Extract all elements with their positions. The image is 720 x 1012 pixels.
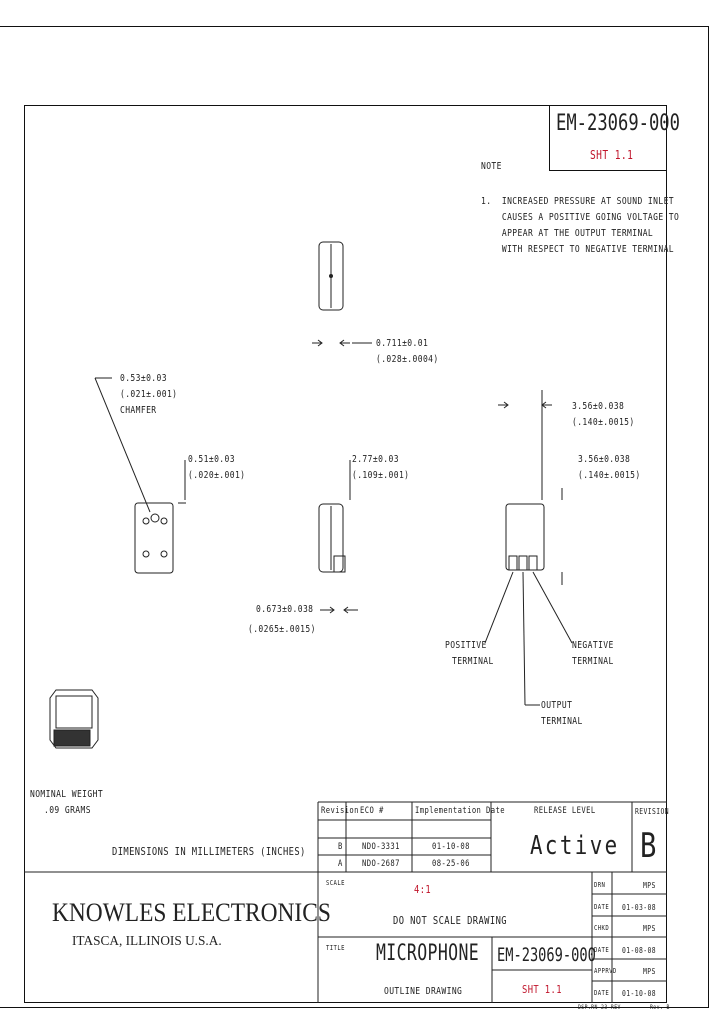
dim-right-height-in: (.140±.0015) <box>578 470 641 481</box>
note-line-1: 1. INCREASED PRESSURE AT SOUND INLET <box>481 196 675 207</box>
dim-left-offset-in: (.020±.001) <box>188 470 246 481</box>
signoff-chkd-label: CHKD <box>594 924 610 932</box>
signoff-date2-value: 01-08-08 <box>622 946 657 955</box>
dim-mid-width-mm: 2.77±0.03 <box>352 454 399 465</box>
signoff-drn-label: DRN <box>594 881 606 889</box>
dim-top-gap-in: (.028±.0004) <box>376 354 439 365</box>
rev-header-eco: ECO # <box>360 806 384 816</box>
release-level-label: RELEASE LEVEL <box>534 806 596 816</box>
rev-header-revision: Revision <box>321 806 359 816</box>
footer-form-number: DSP.RN-23 REV <box>578 1004 621 1011</box>
sheet-frame <box>0 26 709 1008</box>
drawing-subtitle: OUTLINE DRAWING <box>384 986 463 997</box>
title-sheet: SHT 1.1 <box>522 983 562 996</box>
company-name: KNOWLES ELECTRONICS <box>52 898 331 927</box>
notes-heading: NOTE <box>481 161 502 172</box>
dim-bottom-thk-mm: 0.673±0.038 <box>256 604 314 615</box>
front-view <box>134 502 174 574</box>
dim-mid-width-in: (.109±.001) <box>352 470 410 481</box>
output-terminal-label: OUTPUT <box>541 700 573 711</box>
company-location: ITASCA, ILLINOIS U.S.A. <box>72 934 222 949</box>
rev-row-b-eco: NDO-3331 <box>362 842 400 852</box>
drawing-border <box>24 105 667 1003</box>
positive-terminal-label: POSITIVE <box>445 640 487 651</box>
dim-right-gap-in: (.140±.0015) <box>572 417 635 428</box>
signoff-apprvd-label: APPRVD <box>594 967 617 975</box>
drawing-number-box: EM-23069-000 SHT 1.1 <box>549 105 680 171</box>
scale-value: 4:1 <box>414 883 432 896</box>
signoff-date1-label: DATE <box>594 903 610 911</box>
drawing-number: EM-23069-000 <box>556 111 680 136</box>
dim-chamfer-label: CHAMFER <box>120 405 157 416</box>
rev-row-a-date: 08-25-06 <box>432 859 470 869</box>
signoff-drn-value: MPS <box>643 881 656 890</box>
signoff-date1-value: 01-03-08 <box>622 903 657 912</box>
signoff-date3-value: 01-10-08 <box>622 989 657 998</box>
sheet-number: SHT 1.1 <box>590 148 634 162</box>
isometric-view <box>49 689 99 749</box>
dim-chamfer-in: (.021±.001) <box>120 389 178 400</box>
signoff-apprvd-value: MPS <box>643 967 656 976</box>
signoff-date2-label: DATE <box>594 946 610 954</box>
rev-header-date: Implementation Date <box>415 806 505 816</box>
positive-terminal-label-2: TERMINAL <box>452 656 494 667</box>
dim-bottom-thk-in: (.0265±.0015) <box>248 624 316 635</box>
nominal-weight-value: .09 GRAMS <box>44 805 91 816</box>
revision-label: REVISION <box>635 807 670 816</box>
footer-revision: Rev. B <box>650 1004 670 1011</box>
title-label: TITLE <box>326 944 345 952</box>
dim-top-gap-mm: 0.711±0.01 <box>376 338 429 349</box>
release-level-value: Active <box>530 831 620 861</box>
rev-row-b-date: 01-10-08 <box>432 842 470 852</box>
drawing-title: MICROPHONE <box>376 941 480 966</box>
negative-terminal-label-2: TERMINAL <box>572 656 614 667</box>
middle-side-view <box>318 503 344 573</box>
right-view <box>505 503 545 571</box>
note-line-3: APPEAR AT THE OUTPUT TERMINAL <box>481 228 654 239</box>
dim-chamfer-mm: 0.53±0.03 <box>120 373 167 384</box>
signoff-chkd-value: MPS <box>643 924 656 933</box>
scale-label: SCALE <box>326 879 345 887</box>
no-scale-note: DO NOT SCALE DRAWING <box>393 914 507 927</box>
nominal-weight-label: NOMINAL WEIGHT <box>30 789 104 800</box>
output-terminal-label-2: TERMINAL <box>541 716 583 727</box>
dim-left-offset-mm: 0.51±0.03 <box>188 454 235 465</box>
rev-row-b-rev: B <box>338 842 343 852</box>
dim-right-height-mm: 3.56±0.038 <box>578 454 631 465</box>
title-drawing-number: EM-23069-000 <box>497 944 596 966</box>
revision-value: B <box>640 826 657 866</box>
signoff-date3-label: DATE <box>594 989 610 997</box>
units-note: DIMENSIONS IN MILLIMETERS (INCHES) <box>112 845 306 858</box>
note-line-4: WITH RESPECT TO NEGATIVE TERMINAL <box>481 244 675 255</box>
rev-row-a-eco: NDO-2687 <box>362 859 400 869</box>
dim-right-gap-mm: 3.56±0.038 <box>572 401 625 412</box>
note-line-2: CAUSES A POSITIVE GOING VOLTAGE TO <box>481 212 680 223</box>
rev-row-a-rev: A <box>338 859 343 869</box>
negative-terminal-label: NEGATIVE <box>572 640 614 651</box>
top-side-view <box>318 241 344 311</box>
